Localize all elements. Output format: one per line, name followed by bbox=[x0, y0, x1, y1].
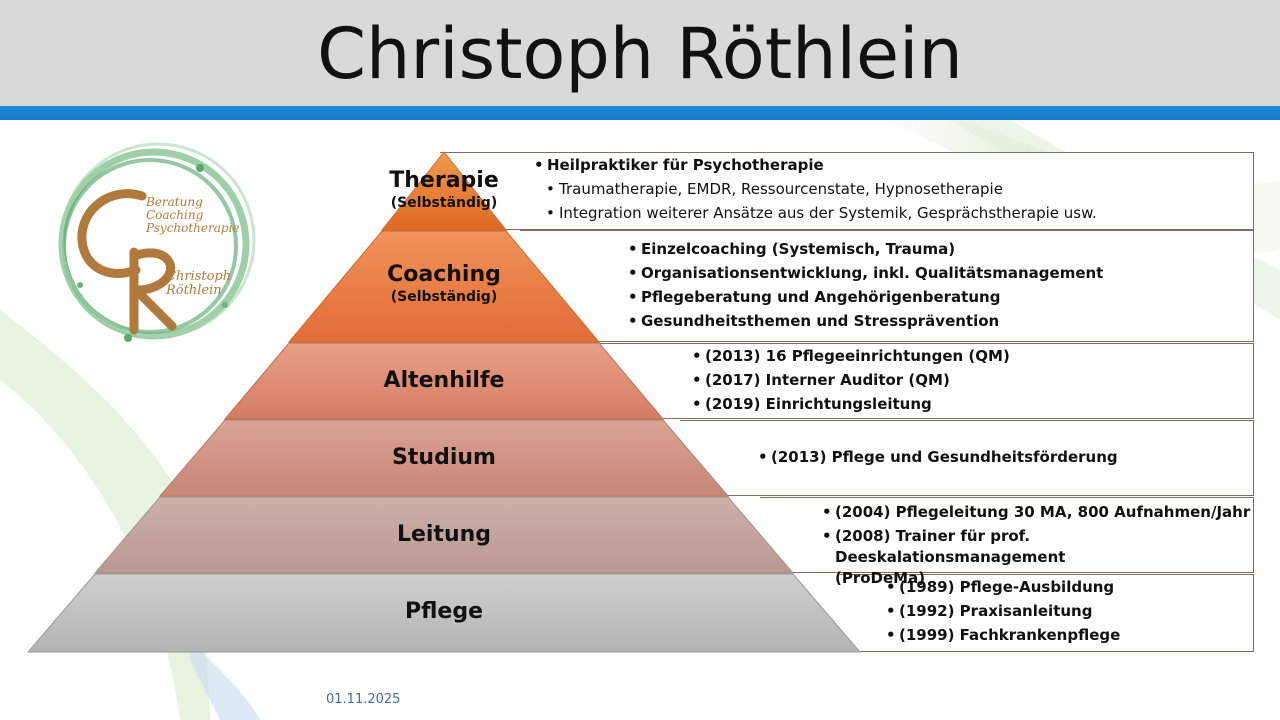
header-stripe bbox=[0, 106, 1280, 120]
list-item: Organisationsentwicklung, inkl. Qualität… bbox=[628, 261, 1103, 285]
layer-leitung-shape bbox=[93, 496, 795, 574]
layer-therapie-shape bbox=[380, 151, 508, 231]
coaching-label: Coaching bbox=[387, 262, 501, 287]
list-item: Einzelcoaching (Systemisch, Trauma) bbox=[628, 237, 1103, 261]
layer-therapie-title: Therapie (Selbständig) bbox=[364, 168, 524, 212]
coaching-sublabel: (Selbständig) bbox=[390, 289, 498, 305]
list-item: (2019) Einrichtungsleitung bbox=[692, 392, 1010, 416]
list-item: (2008) Trainer für prof. Deeskalationsma… bbox=[822, 526, 1155, 589]
therapie-sublabel: (Selbständig) bbox=[390, 195, 498, 211]
logo-tagline-3: Psychotherapie bbox=[145, 221, 240, 235]
list-item: (1992) Praxisanleitung bbox=[886, 599, 1120, 623]
list-item: (2004) Pflegeleitung 30 MA, 800 Aufnahme… bbox=[822, 500, 1250, 524]
altenhilfe-label: Altenhilfe bbox=[383, 368, 505, 393]
list-item: (1989) Pflege-Ausbildung bbox=[886, 575, 1120, 599]
logo-name-2: Röthlein bbox=[165, 283, 222, 298]
list-item: (2017) Interner Auditor (QM) bbox=[692, 368, 1010, 392]
list-item: Heilpraktiker für Psychotherapie bbox=[534, 153, 1097, 177]
logo-name-1: Christoph bbox=[166, 269, 231, 284]
therapie-label: Therapie bbox=[389, 168, 499, 193]
list-item: Integration weiterer Ansätze aus der Sys… bbox=[546, 201, 1097, 225]
pflege-items: (1989) Pflege-Ausbildung (1992) Praxisan… bbox=[886, 575, 1120, 647]
logo-tagline-1: Beratung bbox=[145, 195, 203, 209]
company-logo: Beratung Coaching Psychotherapie Christo… bbox=[58, 142, 256, 342]
list-item: (2013) 16 Pflegeeinrichtungen (QM) bbox=[692, 344, 1010, 368]
page-title: Christoph Röthlein bbox=[317, 13, 963, 95]
studium-label: Studium bbox=[392, 445, 496, 470]
list-item: Gesundheitsthemen und Stressprävention bbox=[628, 309, 1103, 333]
pflege-label: Pflege bbox=[404, 599, 484, 624]
layer-altenhilfe-title: Altenhilfe bbox=[344, 368, 544, 394]
layer-pflege-title: Pflege bbox=[344, 599, 544, 625]
list-item: Pflegeberatung und Angehörigenberatung bbox=[628, 285, 1103, 309]
layer-coaching-shape bbox=[287, 230, 601, 343]
therapie-items: Heilpraktiker für Psychotherapie Traumat… bbox=[534, 153, 1097, 225]
studium-items: (2013) Pflege und Gesundheitsförderung bbox=[758, 445, 1118, 469]
layer-pflege-shape bbox=[26, 573, 862, 653]
altenhilfe-items: (2013) 16 Pflegeeinrichtungen (QM) (2017… bbox=[692, 344, 1010, 416]
layer-altenhilfe-shape bbox=[223, 342, 665, 420]
leitung-items: (2004) Pflegeleitung 30 MA, 800 Aufnahme… bbox=[822, 500, 1250, 589]
layer-studium-title: Studium bbox=[344, 445, 544, 471]
list-item: Traumatherapie, EMDR, Ressourcenstate, H… bbox=[546, 177, 1097, 201]
logo-tagline-2: Coaching bbox=[146, 208, 204, 222]
coaching-items: Einzelcoaching (Systemisch, Trauma) Orga… bbox=[628, 237, 1103, 333]
leitung-label: Leitung bbox=[396, 522, 492, 547]
layer-studium-shape bbox=[158, 419, 730, 497]
title-bar: Christoph Röthlein bbox=[0, 0, 1280, 106]
list-item: (2013) Pflege und Gesundheitsförderung bbox=[758, 445, 1118, 469]
list-item: (1999) Fachkrankenpflege bbox=[886, 623, 1120, 647]
layer-coaching-title: Coaching (Selbständig) bbox=[364, 262, 524, 306]
footer-date: 01.11.2025 bbox=[326, 692, 401, 707]
layer-leitung-title: Leitung bbox=[344, 522, 544, 548]
